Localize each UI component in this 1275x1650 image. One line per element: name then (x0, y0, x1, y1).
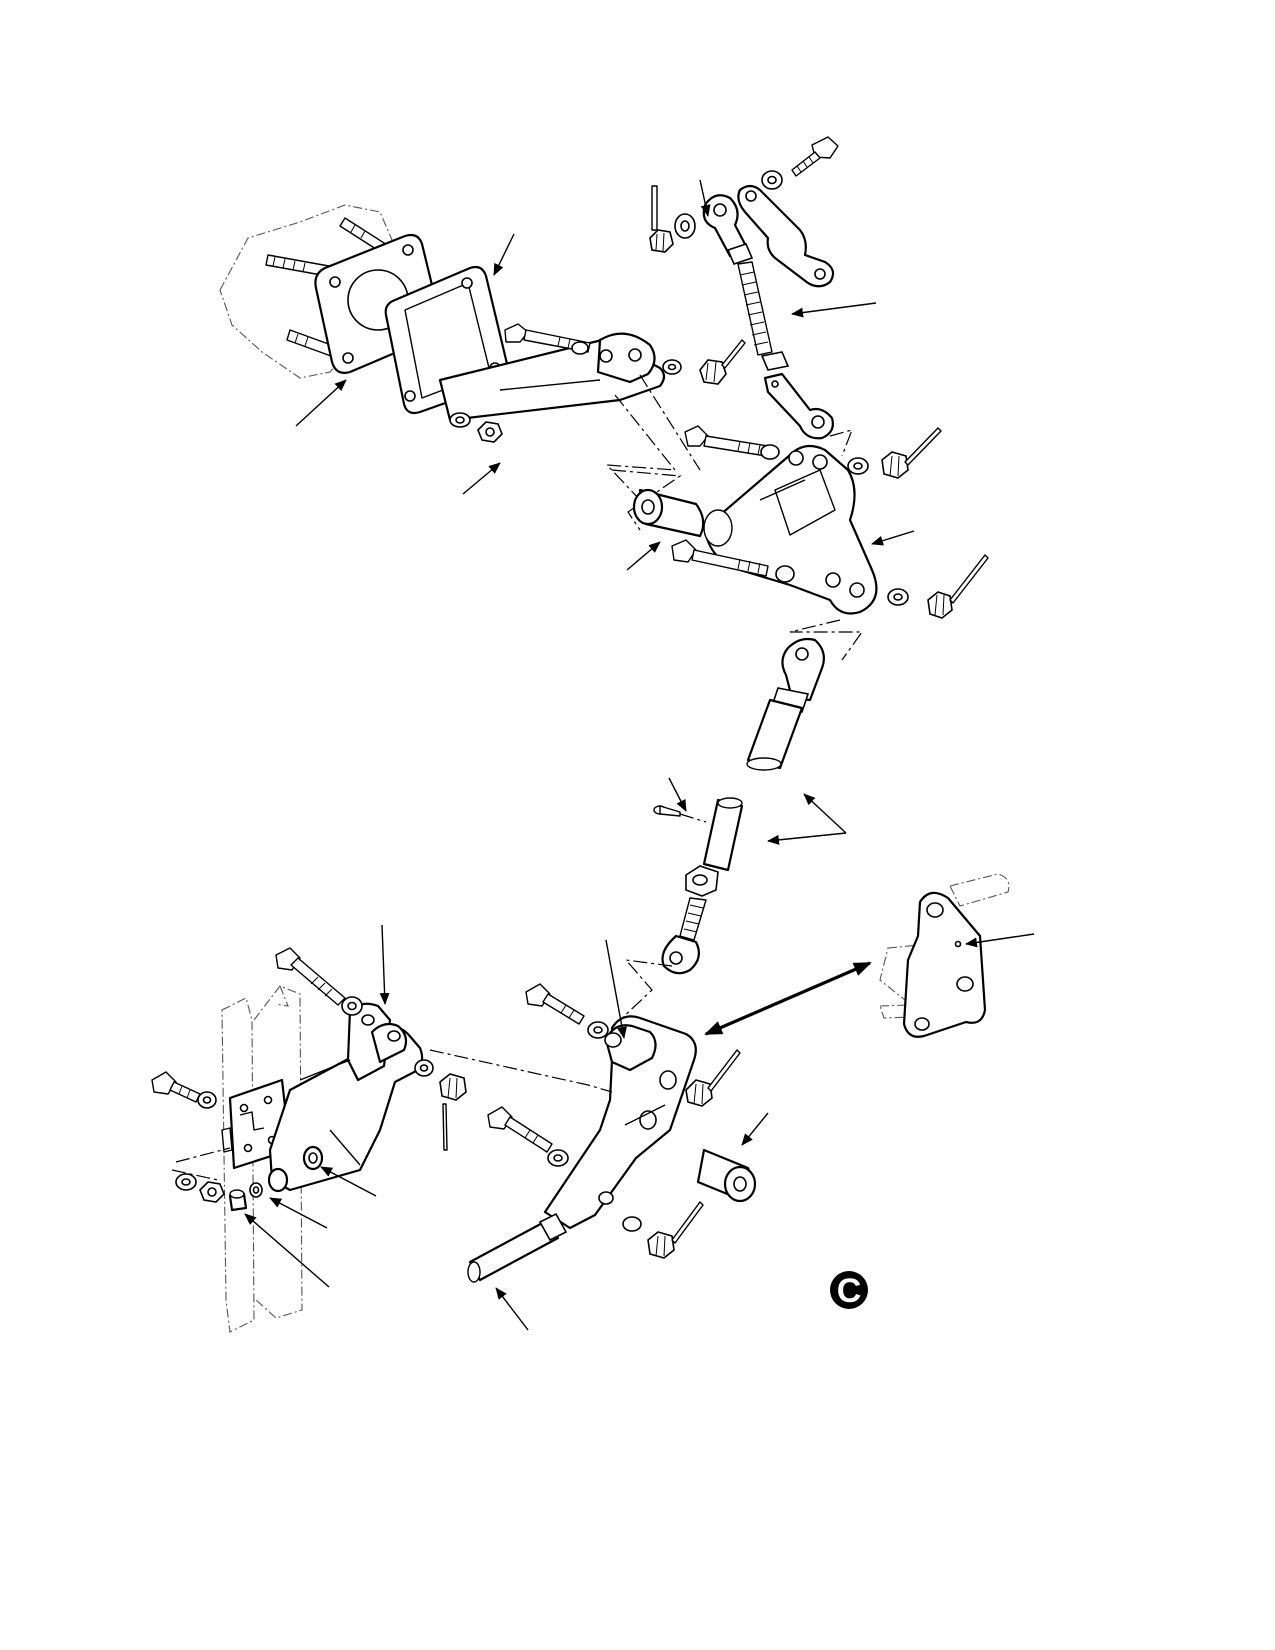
leader-adjuster-rod (791, 302, 877, 318)
washer-and-castle-nut-bracket (662, 339, 746, 385)
leader-nut-lower-left (462, 462, 501, 495)
detail-reference-arrow (704, 961, 872, 1036)
leader-tube-upper (803, 793, 847, 834)
leader-arrows (244, 179, 1035, 1331)
view-badge-letter: C (837, 1272, 862, 1310)
hex-nut-middle (685, 865, 719, 897)
lever-bolt-lower (487, 1106, 569, 1167)
leader-bellcrank (871, 530, 915, 546)
leader-cap-nut (244, 1213, 330, 1288)
lower-lever (543, 1015, 697, 1230)
spacer-bushing-left (632, 488, 705, 538)
leader-adapter-plate (295, 379, 347, 427)
leader-bushing-washer (269, 1197, 328, 1229)
detail-inset (879, 873, 1010, 1038)
mount-bushing-washer (249, 1182, 263, 1198)
mount-bolt-top (275, 947, 363, 1016)
jam-nut-lower (760, 351, 790, 371)
tube-lower (702, 797, 744, 872)
castle-nut-upper-right (847, 427, 942, 479)
mount-castle-nut-right (414, 1059, 467, 1151)
leader-spacer-lower (741, 1112, 769, 1146)
spacer-bushing-lower (696, 1148, 757, 1203)
castle-nut-lower-right (887, 554, 989, 619)
leader-lever-hole (605, 939, 627, 1039)
rod-end-middle (770, 637, 825, 713)
leader-spacer-left (626, 541, 661, 571)
view-badge: C (830, 1271, 868, 1310)
leader-lower-rod (495, 1287, 529, 1331)
idler-arm (737, 184, 835, 288)
threaded-adjuster-rod (737, 261, 773, 356)
washer-top (674, 213, 696, 239)
rod-end-upper (702, 194, 754, 265)
lever-bolt-upper (525, 983, 609, 1039)
rod-end-lower (763, 372, 834, 440)
leader-gasket (493, 233, 515, 276)
leader-mount-stud (320, 1166, 377, 1197)
leader-washer-top (699, 179, 711, 217)
mount-washer-nut-left (175, 1173, 225, 1203)
bellcrank-bolt-lower (671, 539, 795, 583)
mount-bolt-left (151, 1071, 217, 1109)
bracket-bolt (504, 323, 591, 355)
leader-tube-lower (767, 832, 847, 845)
rod-end-threaded-lower (661, 897, 707, 975)
bellcrank-bolt-upper (684, 425, 780, 460)
bolt-top (761, 136, 839, 190)
lever-castle-nut-upper (685, 1049, 741, 1107)
cotter-pin-top (649, 185, 674, 253)
washer-and-nut-lower-left (449, 412, 503, 443)
lever-castle-nut-lower (622, 1201, 704, 1259)
mount-stud (267, 1145, 324, 1193)
roll-pin (653, 805, 681, 817)
tube-upper (746, 698, 804, 771)
upper-bracket (438, 332, 666, 422)
leader-detail-hole (965, 933, 1035, 948)
mount-cap-nut (228, 1189, 248, 1212)
leader-mount-bracket (379, 924, 390, 1005)
leader-roll-pin (668, 777, 687, 812)
lower-rod (467, 1212, 568, 1283)
